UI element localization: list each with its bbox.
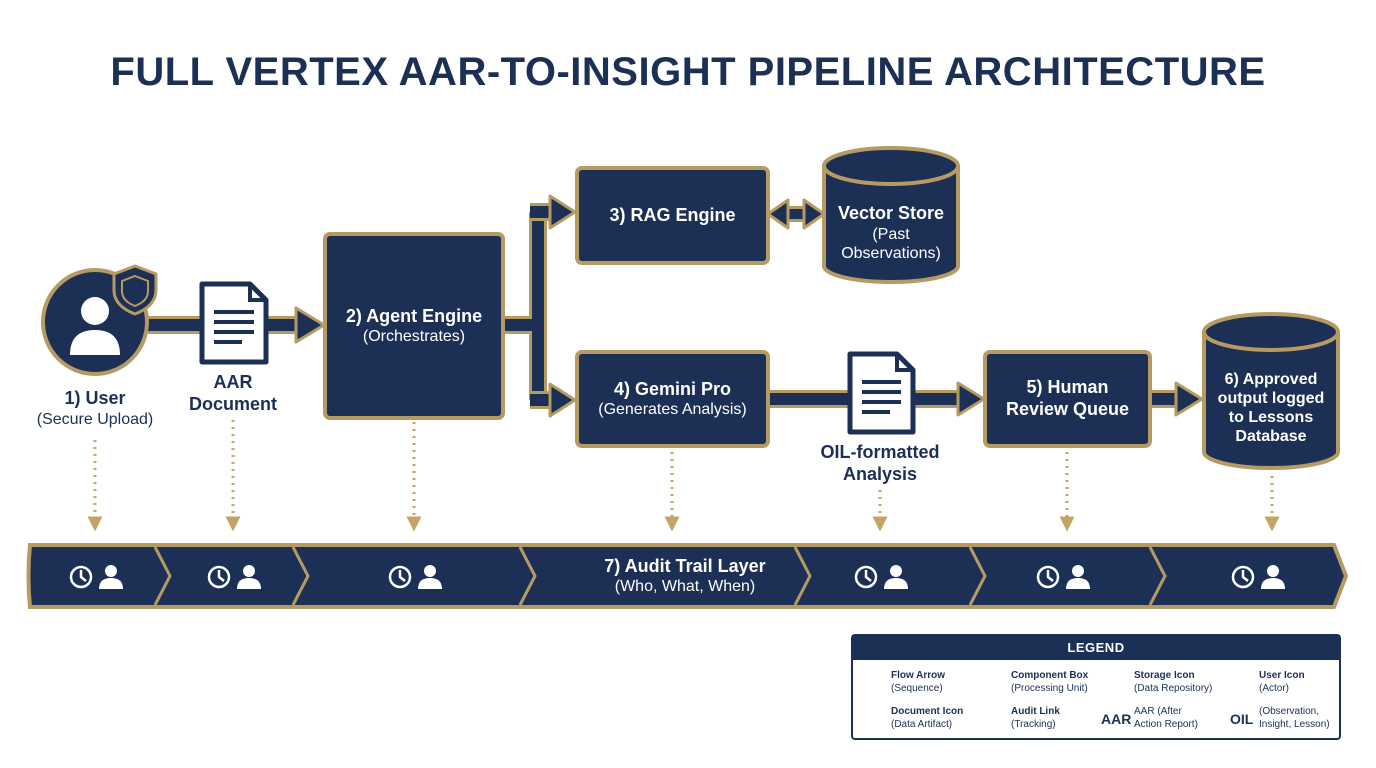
human-review-box bbox=[983, 350, 1152, 448]
page-title: FULL VERTEX AAR-TO-INSIGHT PIPELINE ARCH… bbox=[110, 50, 1266, 94]
user-icon bbox=[1261, 565, 1285, 589]
audit-clock-user-pair bbox=[69, 565, 123, 589]
human-review-label: 5) Human Review Queue bbox=[1005, 377, 1130, 419]
gemini-pro-label: 4) Gemini Pro (Generates Analysis) bbox=[598, 378, 747, 419]
agent-engine-box bbox=[323, 232, 505, 420]
aar-document-label: AAR Document bbox=[188, 372, 277, 414]
vector-store-cylinder-icon bbox=[822, 146, 960, 284]
user-icon bbox=[237, 565, 261, 589]
legend-heading: LEGEND bbox=[853, 636, 1339, 660]
audit-clock-user-pair bbox=[1036, 565, 1090, 589]
shield-icon bbox=[112, 264, 158, 316]
gemini-pro-box bbox=[575, 350, 770, 448]
legend: LEGEND Flow Arrow(Sequence) Component Bo… bbox=[851, 634, 1341, 740]
legend-item-oil: (Observation,Insight, Lesson) bbox=[1259, 706, 1330, 730]
aar-document-icon bbox=[199, 281, 269, 365]
rag-engine-box bbox=[575, 166, 770, 265]
clock-icon bbox=[207, 565, 231, 589]
agent-engine-label: 2) Agent Engine (Orchestrates) bbox=[345, 305, 483, 346]
flow-arrows bbox=[148, 194, 1204, 418]
audit-trail-band bbox=[26, 543, 1349, 609]
audit-icons bbox=[69, 565, 1285, 589]
lessons-database-cylinder-icon bbox=[1202, 312, 1340, 470]
legend-item-document-icon: Document Icon(Data Artifact) bbox=[891, 706, 964, 730]
audit-trail-label: 7) Audit Trail Layer (Who, What, When) bbox=[604, 555, 766, 596]
user-label: 1) User (Secure Upload) bbox=[36, 388, 154, 428]
legend-item-storage-icon: Storage Icon(Data Repository) bbox=[1134, 670, 1213, 694]
approved-database-label: 6) Approved output logged to Lessons Dat… bbox=[1217, 370, 1325, 446]
clock-icon bbox=[854, 565, 878, 589]
user-icon bbox=[1066, 565, 1090, 589]
user-icon bbox=[418, 565, 442, 589]
user-icon bbox=[884, 565, 908, 589]
clock-icon bbox=[1036, 565, 1060, 589]
legend-item-audit-link: Audit Link(Tracking) bbox=[1011, 706, 1060, 730]
legend-item-user-icon: User Icon(Actor) bbox=[1259, 670, 1305, 694]
audit-clock-user-pair bbox=[854, 565, 908, 589]
clock-icon bbox=[388, 565, 412, 589]
audit-clock-user-pair bbox=[207, 565, 261, 589]
audit-clock-user-pair bbox=[1231, 565, 1285, 589]
clock-icon bbox=[1231, 565, 1255, 589]
vector-store-label: Vector Store (Past Observations) bbox=[837, 203, 945, 262]
user-icon bbox=[70, 297, 120, 355]
clock-icon bbox=[69, 565, 93, 589]
audit-links bbox=[87, 420, 1280, 532]
oil-document-icon bbox=[847, 351, 916, 435]
audit-clock-user-pair bbox=[388, 565, 442, 589]
legend-item-component-box: Component Box(Processing Unit) bbox=[1011, 670, 1089, 694]
oil-analysis-label: OIL-formatted Analysis bbox=[820, 442, 940, 484]
legend-oil-abbr: OIL bbox=[1230, 711, 1254, 727]
user-node bbox=[41, 264, 158, 376]
user-icon bbox=[99, 565, 123, 589]
rag-engine-label: 3) RAG Engine bbox=[609, 204, 736, 225]
legend-aar-abbr: AAR bbox=[1101, 711, 1132, 727]
legend-item-flow-arrow: Flow Arrow(Sequence) bbox=[891, 670, 946, 694]
